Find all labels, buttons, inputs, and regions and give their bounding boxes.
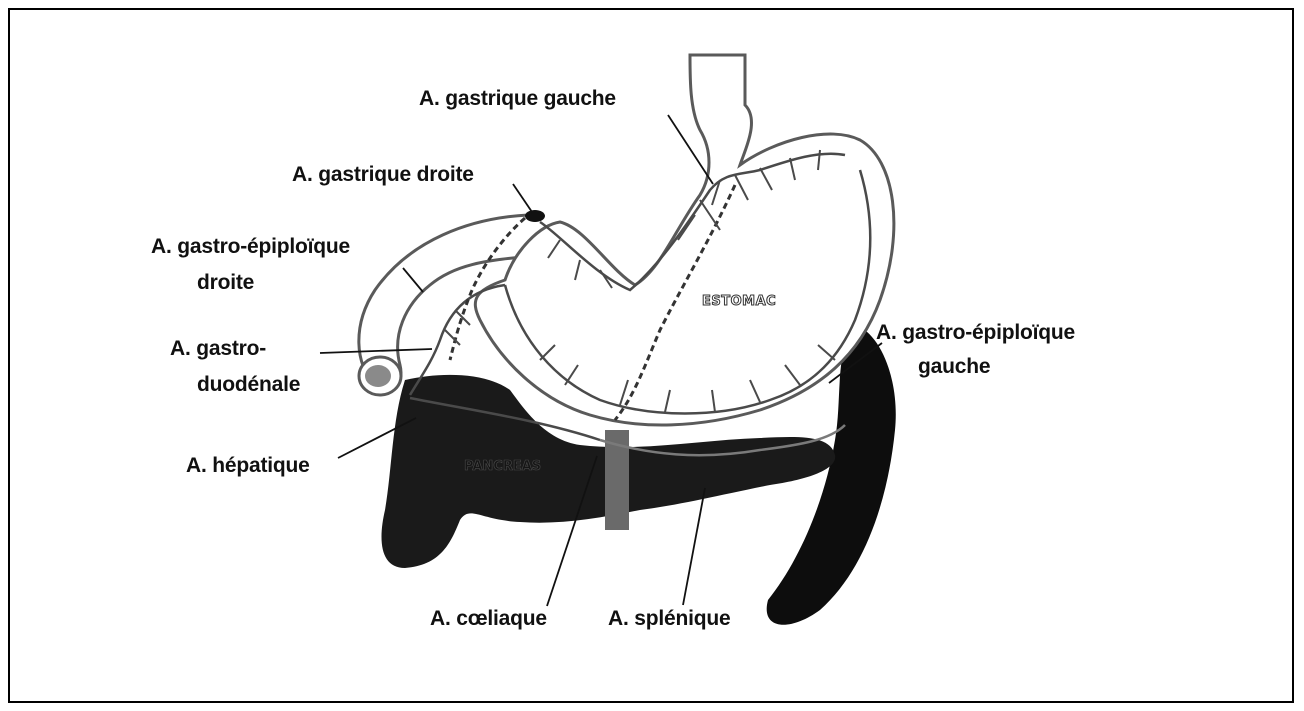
pancreas-label: PANCREAS (464, 459, 541, 474)
duodenum-lumen (365, 365, 391, 387)
label-gastroduodenale-1: A. gastro- (170, 335, 266, 362)
label-gastrique-droite: A. gastrique droite (292, 161, 474, 188)
label-splenique: A. splénique (608, 605, 730, 632)
estomac-label: ESTOMAC (702, 294, 776, 309)
label-gastro-epiploique-gauche-2: gauche (918, 353, 990, 380)
gastrique-droite-node (525, 210, 545, 222)
label-gastro-epiploique-droite-1: A. gastro-épiploïque (151, 233, 350, 260)
label-gastrique-gauche: A. gastrique gauche (419, 85, 616, 112)
label-gastro-epiploique-droite-2: droite (197, 269, 254, 296)
leader-splenique (683, 488, 705, 605)
label-coeliaque: A. cœliaque (430, 605, 547, 632)
label-gastro-epiploique-gauche-1: A. gastro-épiploïque (876, 319, 1075, 346)
label-hepatique: A. hépatique (186, 452, 310, 479)
leader-gastrique-droite (513, 184, 532, 212)
label-gastroduodenale-2: duodénale (197, 371, 300, 398)
